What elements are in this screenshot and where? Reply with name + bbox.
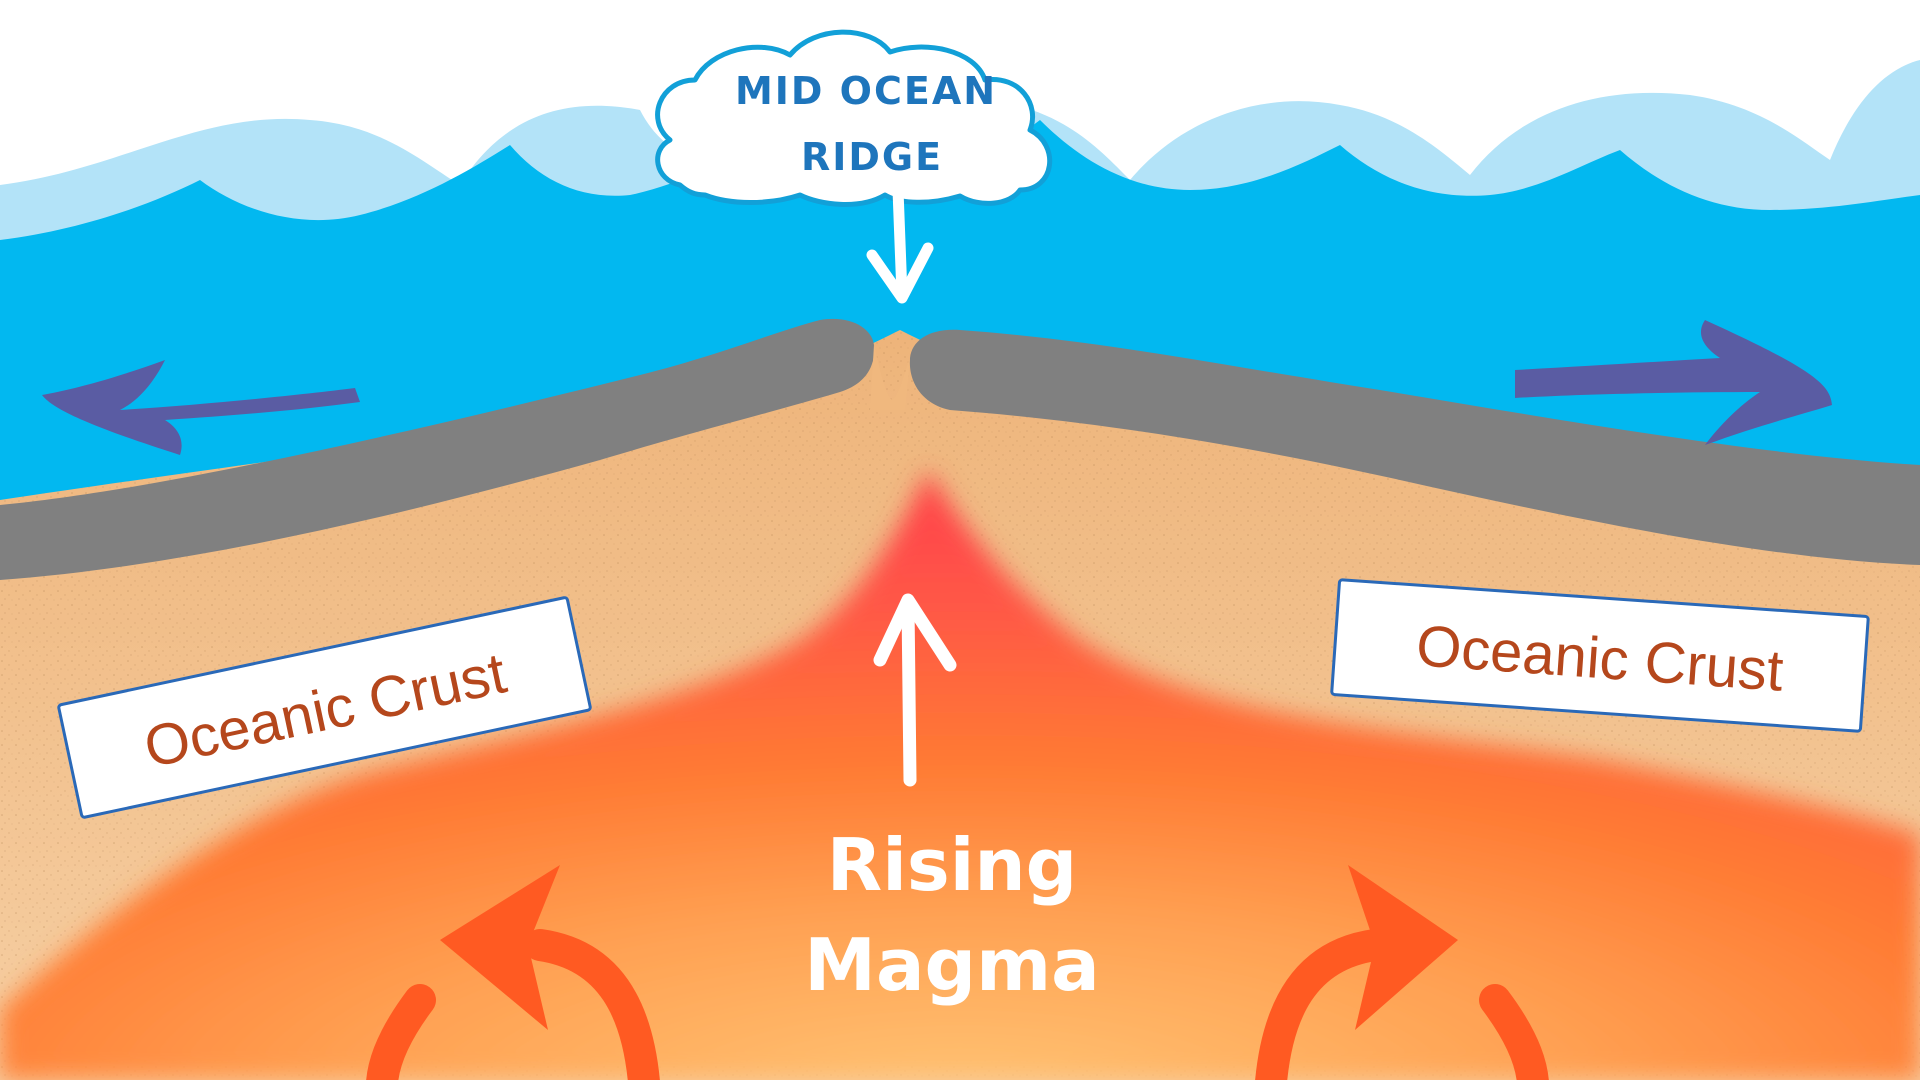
- mid-ocean-ridge-cloud: MID OCEAN RIDGE: [655, 29, 1053, 207]
- magma-label-line2: Magma: [804, 923, 1099, 1007]
- oceanic-crust-right-plate: [909, 329, 1920, 565]
- arrow-down-icon: [866, 184, 934, 304]
- curved-arrow-icon: [366, 865, 660, 1080]
- magma-label-line1: Rising: [827, 823, 1077, 907]
- oceanic-crust-left-plate: [0, 318, 875, 580]
- arrow-up-icon: [873, 593, 957, 787]
- curved-arrow-icon: [1255, 865, 1549, 1080]
- cloud-title-line2: RIDGE: [801, 135, 943, 179]
- ridge-gap: [870, 345, 910, 410]
- oceanic-crust-label-right: Oceanic Crust: [1330, 578, 1870, 733]
- cloud-title-line1: MID OCEAN: [735, 69, 997, 113]
- arrow-right-icon: [1515, 320, 1832, 445]
- arrow-left-icon: [42, 360, 360, 455]
